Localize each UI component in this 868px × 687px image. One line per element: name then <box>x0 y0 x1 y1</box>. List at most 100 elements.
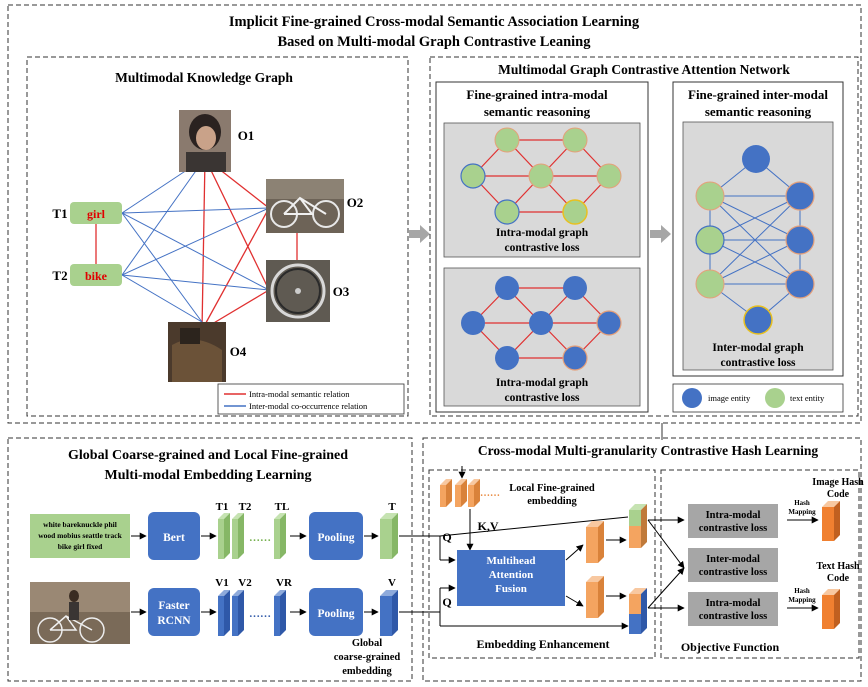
mgcan-title: Multimodal Graph Contrastive Attention N… <box>498 62 790 77</box>
o1-image <box>179 110 231 172</box>
image-entity-node <box>785 181 815 211</box>
token-label-t1: T1 <box>216 501 229 513</box>
image-pooling-box <box>309 588 363 636</box>
local-embedding-line1: Local Fine-grained <box>509 483 595 494</box>
text-entity-swatch <box>765 388 785 408</box>
global-t-label: T <box>388 501 396 513</box>
image-entity-node <box>495 276 519 300</box>
global-text-embedding <box>380 513 398 559</box>
region-label-v1: V1 <box>215 577 228 589</box>
t1-tag: T1 <box>52 206 67 221</box>
o4-image <box>168 322 226 382</box>
fused-text-embedding <box>629 504 647 548</box>
global-embedding-line3: embedding <box>342 666 392 677</box>
image-entity-node <box>742 145 770 173</box>
intra-loss-box-text <box>688 504 778 538</box>
text-token-embeddings <box>218 513 286 559</box>
intra-loss1-line1: Intra-modal graph <box>496 227 589 239</box>
hash-mapping-top-1: Hash <box>794 499 810 507</box>
global-v-label: V <box>388 577 396 589</box>
main-title-line2: Based on Multi-modal Graph Contrastive L… <box>278 34 592 50</box>
text-entity-node <box>494 127 520 153</box>
mkg-title: Multimodal Knowledge Graph <box>115 70 293 85</box>
inter-loss-line2: contrastive loss <box>720 357 796 369</box>
intra-panel-title-2: semantic reasoning <box>484 104 591 119</box>
t1-word: girl <box>87 207 106 221</box>
t2-node <box>70 264 122 286</box>
hash-mapping-bottom-1: Hash <box>794 587 810 595</box>
objective-function-box <box>660 469 860 659</box>
token-label-t2: T2 <box>239 501 252 513</box>
text-pooling-box <box>309 512 363 560</box>
t1-node <box>70 202 122 224</box>
image-pooling-label: Pooling <box>317 608 354 620</box>
text-entity-node <box>494 199 520 225</box>
inter-panel-title-1: Fine-grained inter-modal <box>688 87 828 102</box>
loss-routing-arrows <box>647 516 685 612</box>
local-embedding-line2: embedding <box>527 496 577 507</box>
q-bottom-label: Q <box>442 595 451 609</box>
hash-mapping-top-2: Mapping <box>788 508 816 516</box>
image-entity-node <box>743 305 773 335</box>
text-pooling-label: Pooling <box>317 532 354 544</box>
text-entity-node <box>695 269 725 299</box>
intra-panel-title-1: Fine-grained intra-modal <box>466 87 608 102</box>
inter-panel-title-2: semantic reasoning <box>705 104 812 119</box>
bert-box <box>148 512 200 560</box>
text-hash-label-2: Code <box>827 573 850 584</box>
text-hash-label-1: Text Hash <box>816 561 860 572</box>
o2-label: O2 <box>347 195 364 210</box>
loss-box-1-line1: Intra-modal <box>706 510 761 521</box>
multihead-attention-box <box>457 550 565 606</box>
legend-image-entity: image entity <box>708 393 751 403</box>
text-entity-node <box>695 225 725 255</box>
bert-label: Bert <box>163 532 185 544</box>
o4-label: O4 <box>230 344 247 359</box>
o2-image <box>266 179 344 233</box>
image-entity-node <box>461 311 485 335</box>
objective-function-label: Objective Function <box>681 640 780 654</box>
hash-mapping-bottom-2: Mapping <box>788 596 816 604</box>
link-t-to-fusion-out <box>439 516 629 537</box>
arrow-mha-to-enhanced-v <box>565 595 584 607</box>
o1-label: O1 <box>238 128 255 143</box>
intra-loss2-line2: contrastive loss <box>504 392 580 404</box>
arrow-intra-to-inter <box>650 225 671 243</box>
intra-loss1-line2: contrastive loss <box>504 242 580 254</box>
mha-line2: Attention <box>489 569 534 581</box>
loss-box-2-line2: contrastive loss <box>699 567 768 578</box>
inter-loss-line1: Inter-modal graph <box>712 342 804 354</box>
image-entity-node <box>529 311 553 335</box>
text-input-box <box>30 514 130 558</box>
local-ellipsis: …… <box>480 488 500 499</box>
mkg-legend-box <box>217 383 405 415</box>
text-entity-node <box>562 199 588 225</box>
image-input <box>30 582 130 644</box>
enhanced-image-embedding <box>586 576 604 618</box>
mkg-section-border <box>26 56 409 417</box>
image-entity-node <box>495 346 519 370</box>
image-entity-node <box>563 276 587 300</box>
text-input-line: bike girl fixed <box>58 542 103 551</box>
q-top-label: Q <box>442 530 451 544</box>
intra-loss-box-image <box>688 592 778 626</box>
loss-box-1-line2: contrastive loss <box>699 523 768 534</box>
image-hash-code-block <box>822 501 840 541</box>
intra-loss2-line1: Intra-modal graph <box>496 377 589 389</box>
global-embedding-line1: Global <box>352 638 382 649</box>
o3-label: O3 <box>333 284 350 299</box>
top-section-border <box>7 4 862 424</box>
inter-loss-box <box>688 548 778 582</box>
region-ellipsis: …… <box>249 608 271 620</box>
mgcan-section-border <box>429 56 859 417</box>
image-hash-label-1: Image Hash <box>812 477 864 488</box>
embed-title-2: Multi-modal Embedding Learning <box>105 468 312 483</box>
text-entity-node <box>562 127 588 153</box>
enhanced-text-embedding <box>586 521 604 563</box>
mha-line1: Multihead <box>487 555 536 567</box>
text-input-line: white bareknuckle phil <box>43 520 117 529</box>
image-hash-label-2: Code <box>827 489 850 500</box>
global-image-embedding <box>380 590 398 636</box>
fused-image-embedding <box>629 588 647 634</box>
